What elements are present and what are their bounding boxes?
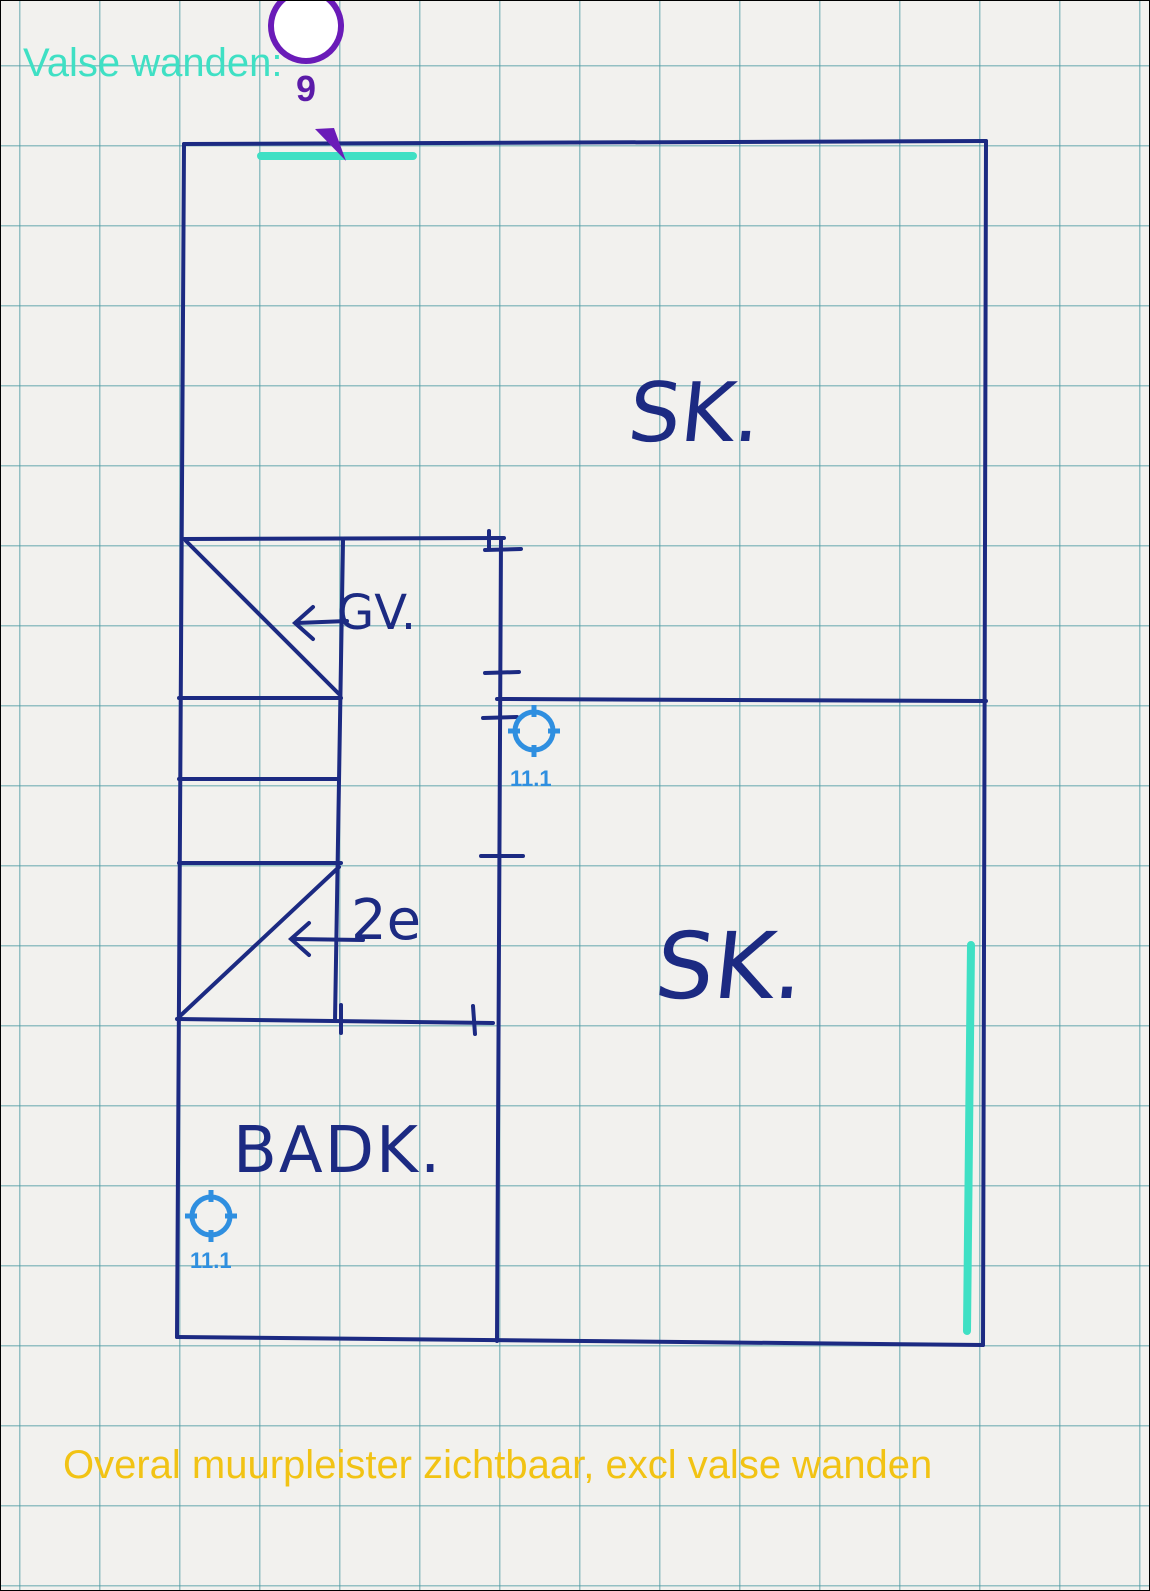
arrow-lower: [291, 937, 365, 942]
position-marker-label[interactable]: 11.1: [190, 1248, 232, 1273]
outer-wall-left: [175, 142, 186, 1339]
outer-wall-right: [981, 139, 988, 1347]
room-label-gv: GV.: [337, 585, 417, 641]
outer-wall-bottom: [175, 1335, 985, 1347]
stair-diagonal-upper: [184, 539, 341, 696]
stair-diagonal-lower: [177, 865, 341, 1019]
outer-wall-top: [182, 139, 988, 146]
tick: [483, 547, 523, 552]
tick: [483, 670, 521, 675]
arrow-upper: [295, 619, 349, 625]
footer-note: Overal muurpleister zichtbaar, excl vals…: [63, 1443, 933, 1487]
tick: [481, 715, 519, 720]
tick: [471, 1004, 477, 1036]
inner-wall-vertical: [495, 536, 503, 1343]
false-wall-right: [963, 941, 975, 1335]
position-marker-label[interactable]: 11.1: [510, 766, 552, 791]
stair-bottom-line: [175, 1017, 495, 1025]
stair-block-top: [182, 536, 506, 541]
room-label-badk: BADK.: [233, 1114, 443, 1188]
room-divider: [495, 697, 988, 703]
pin-number[interactable]: 9: [295, 68, 317, 109]
room-label-sk-top: SK.: [624, 366, 766, 461]
crosshair-icon: [185, 1190, 237, 1242]
room-label-2e: 2e: [351, 888, 422, 953]
room-label-sk-bottom: SK.: [650, 913, 810, 1020]
false-walls-title: Valse wanden:: [23, 41, 283, 85]
crosshair-icon: [508, 705, 560, 757]
pin-marker[interactable]: [268, 1, 346, 161]
